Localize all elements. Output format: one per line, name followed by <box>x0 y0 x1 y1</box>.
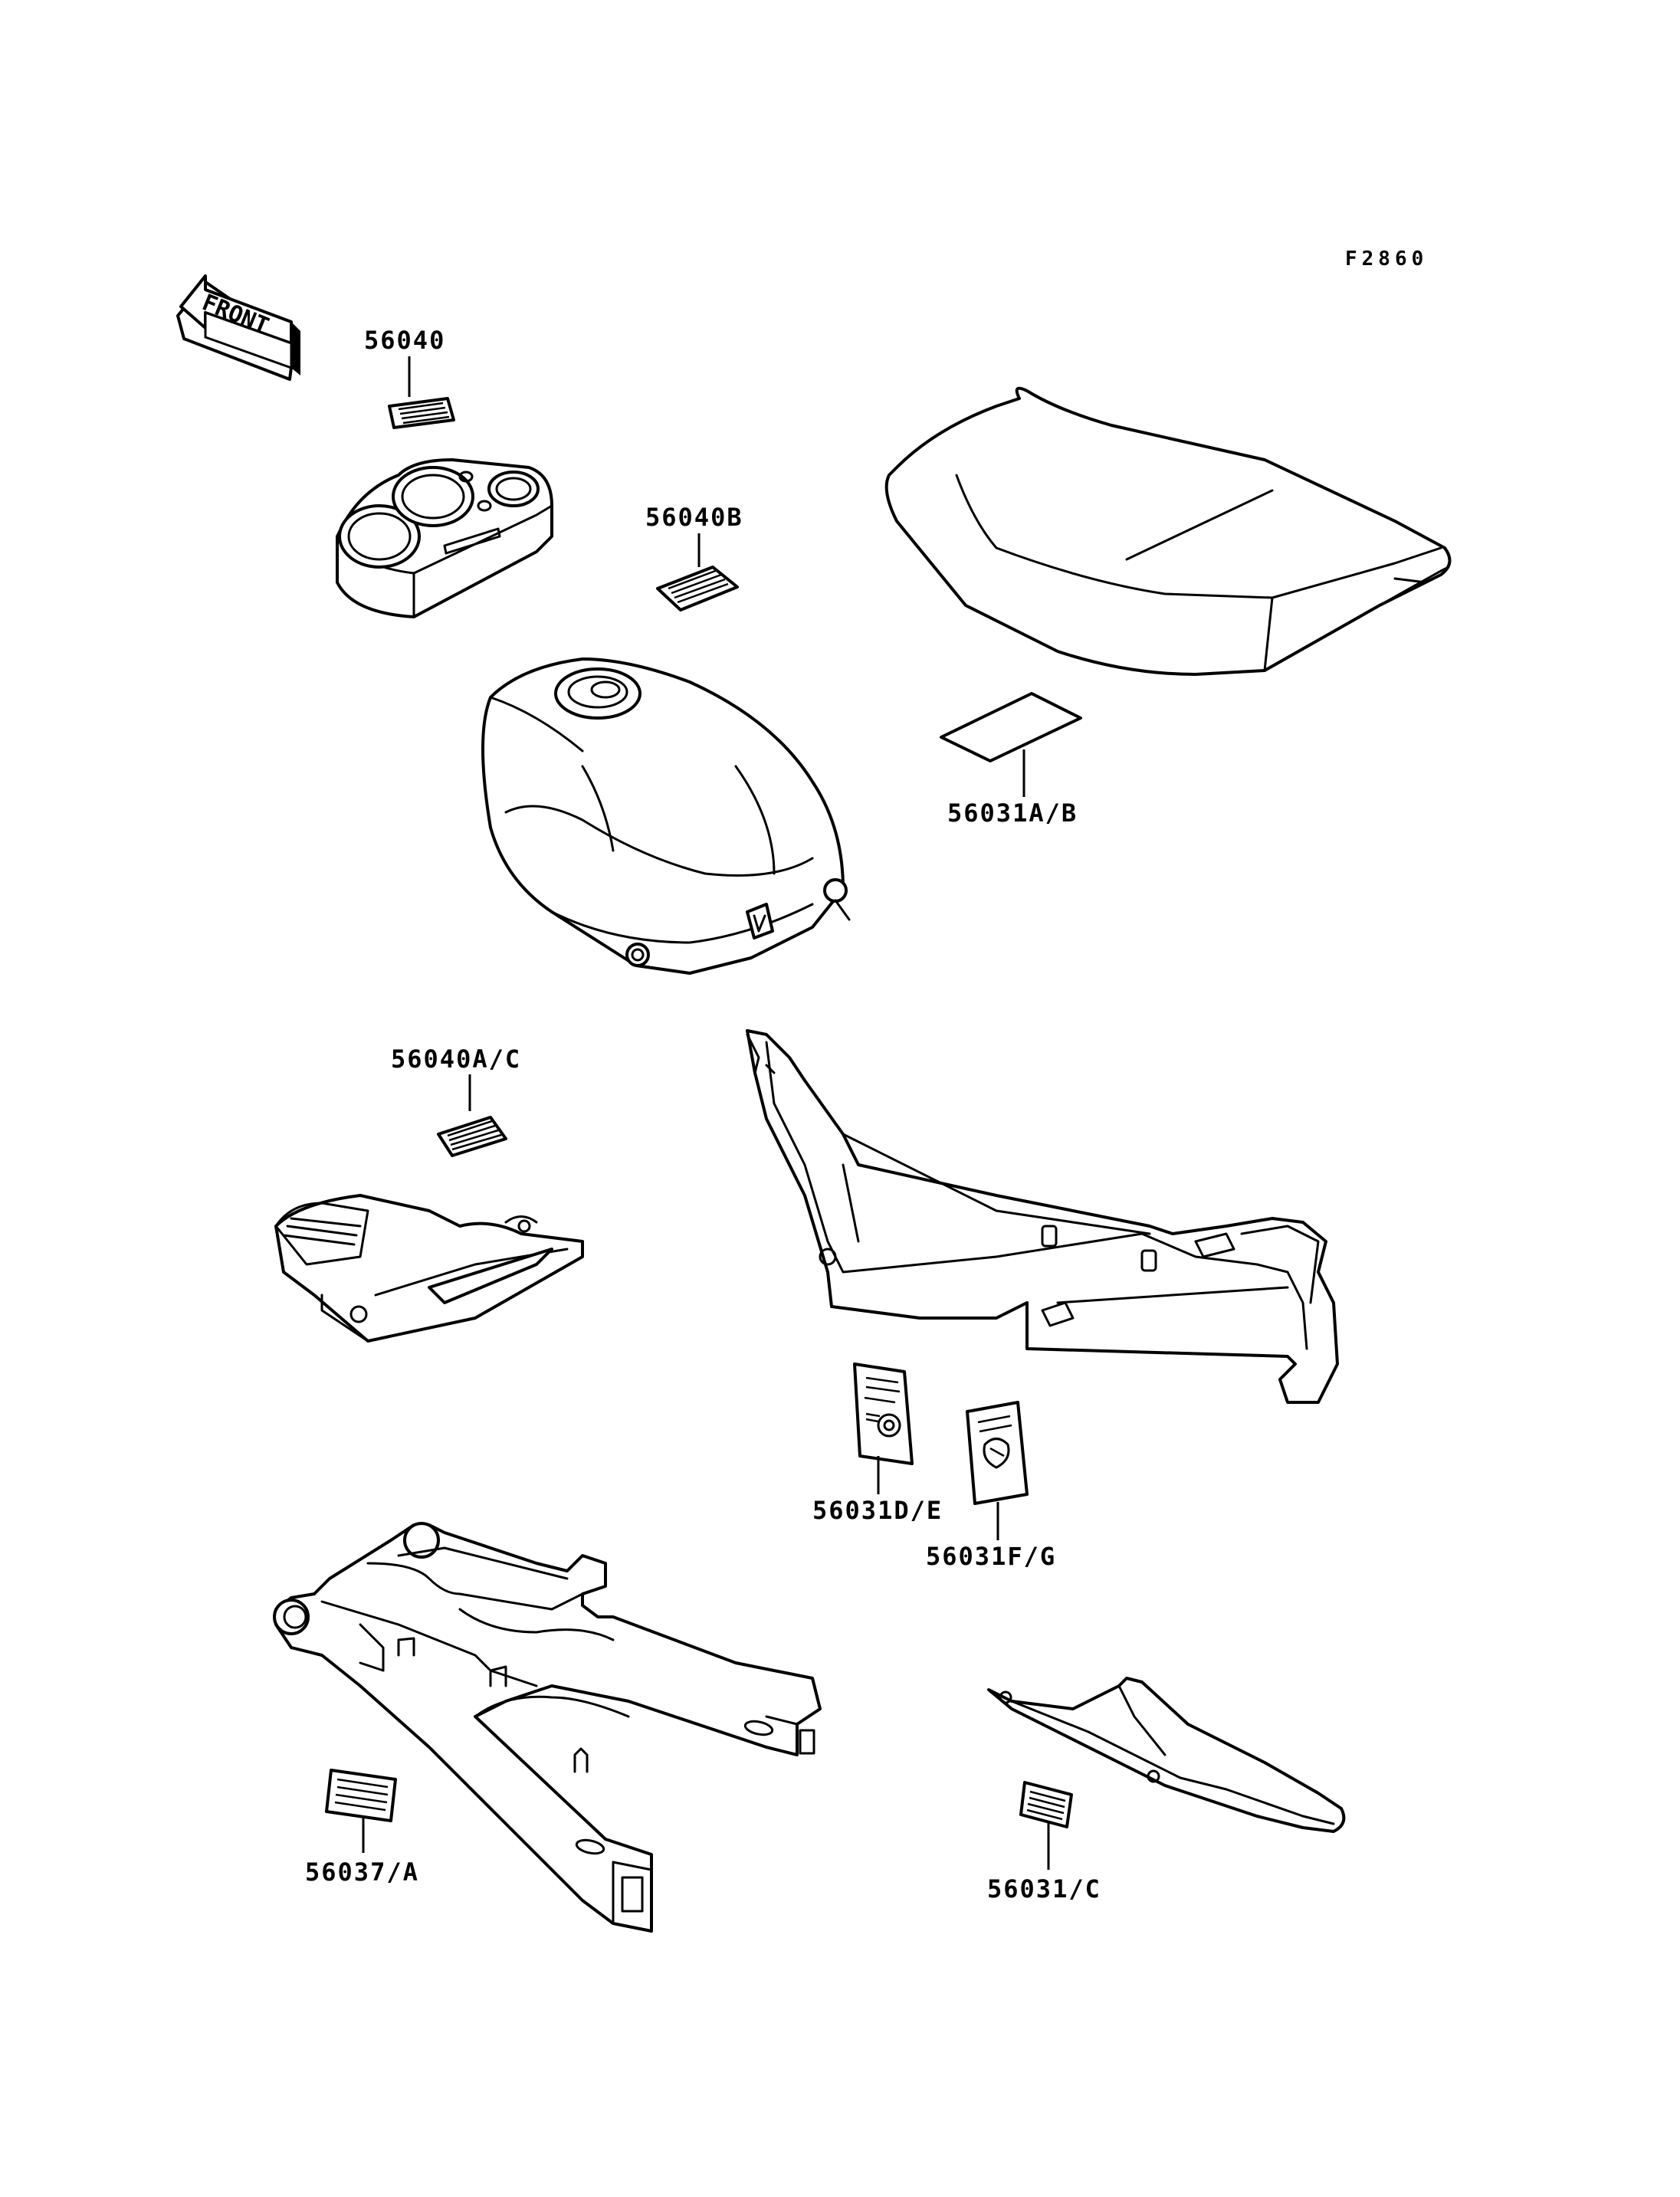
sticker-56031A-B <box>940 692 1082 762</box>
label-56031-C: 56031/C <box>987 1874 1101 1904</box>
fuel-tank <box>481 657 851 975</box>
air-duct <box>274 1194 584 1343</box>
chain-cover <box>987 1677 1346 1833</box>
frame-cowl <box>746 1029 1339 1404</box>
sticker-56037-A <box>325 1769 397 1822</box>
sticker-56040A-C <box>437 1116 507 1157</box>
label-56040A-C: 56040A/C <box>391 1044 521 1074</box>
sticker-56040B <box>656 566 739 612</box>
label-56040B: 56040B <box>645 503 743 532</box>
sticker-56031-C <box>1019 1781 1073 1828</box>
sticker-56031F-G <box>966 1401 1029 1505</box>
sticker-56031D-E <box>853 1362 914 1465</box>
figure-code: F2860 <box>1345 248 1428 271</box>
front-arrow-icon: FRONT <box>176 274 300 381</box>
swingarm <box>273 1522 822 1933</box>
label-56040: 56040 <box>364 326 445 355</box>
label-56031F-G: 56031F/G <box>926 1542 1056 1571</box>
sticker-56040 <box>388 397 455 429</box>
label-56031D-E: 56031D/E <box>812 1496 943 1525</box>
meter-housing <box>336 458 553 618</box>
seat <box>884 386 1452 676</box>
label-56037-A: 56037/A <box>305 1858 419 1887</box>
label-56031A-B: 56031A/B <box>947 798 1078 828</box>
